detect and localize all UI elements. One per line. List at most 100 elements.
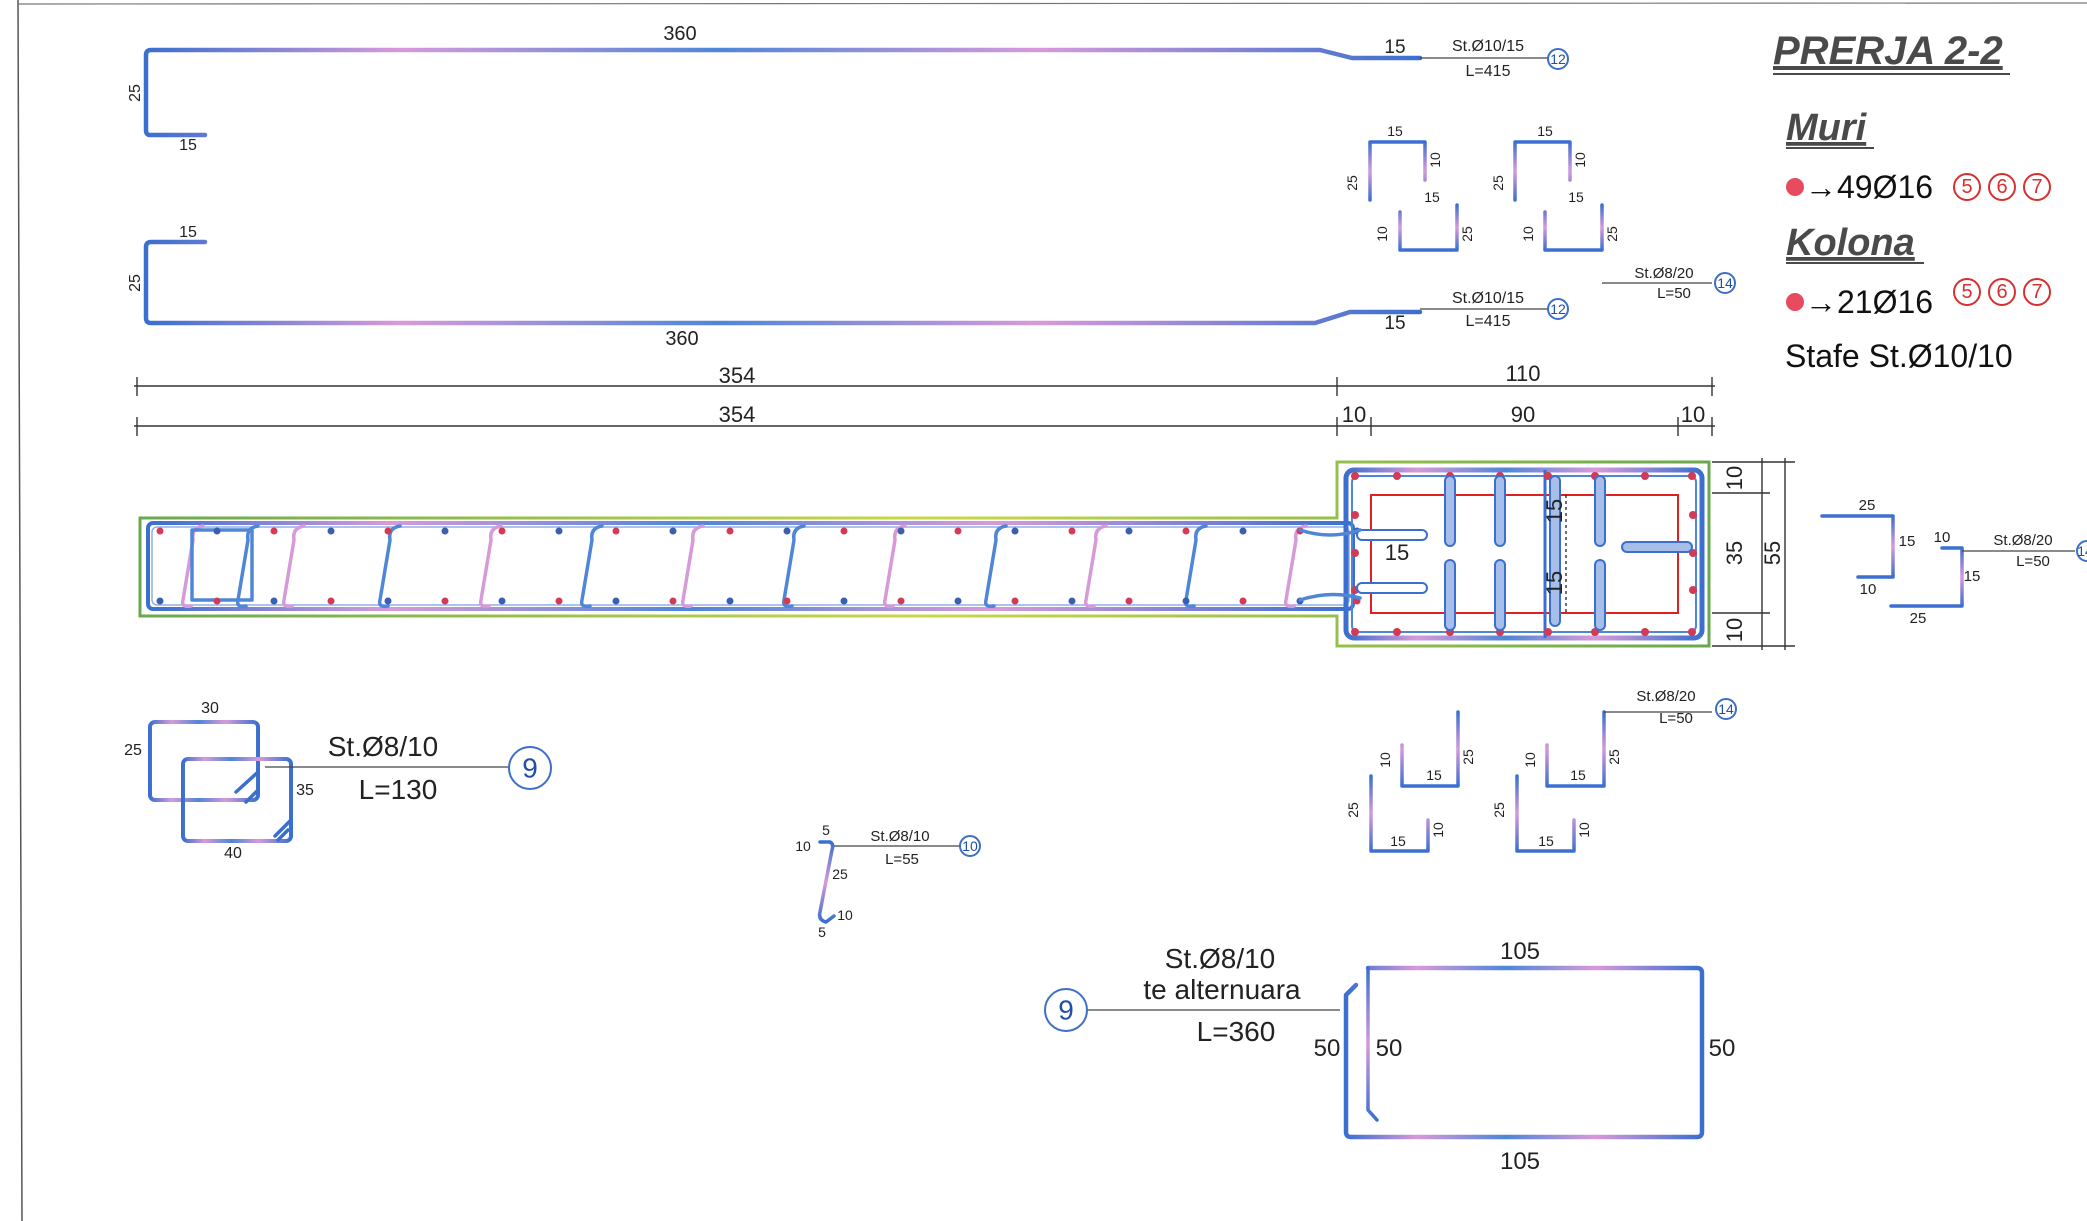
dim: 25 [1344,175,1360,191]
wall-tie [1083,524,1108,609]
bar-note: te alternuara [1143,974,1301,1005]
bar-dot [612,527,620,535]
dim: 10 [1520,226,1536,242]
mark-10-label: 10 [962,838,978,854]
bar-length: L=50 [2016,553,2050,570]
dim-110: 110 [1505,361,1540,386]
border-top [17,2,2087,5]
bar-length: L=130 [359,774,438,805]
dim-30: 30 [201,700,219,717]
bar-dot [1239,527,1247,535]
dim: 25 [1606,749,1622,765]
bar-dot [897,527,905,535]
dim: 15 [1899,533,1916,550]
column-tie [1549,475,1561,627]
bar-dot [384,597,392,605]
dim: 25 [1490,175,1506,191]
dim: 5 [818,924,826,940]
wall-tie [1283,524,1308,609]
dim-55: 55 [1760,541,1785,565]
dim-15: 15 [179,137,197,154]
bar-dot [1351,511,1359,519]
bar-dot [1011,527,1019,535]
dim-15-end: 15 [1384,37,1405,58]
mark-12-label: 12 [1550,51,1566,67]
dim: 10 [1374,226,1390,242]
column-tie [1356,529,1428,541]
stirrup-9: 30 25 35 40 St.Ø8/10 L=130 9 [124,700,552,862]
bar-spec: St.Ø10/15 [1452,38,1524,55]
wall-tie [983,524,1008,609]
bar-dot [1351,549,1359,557]
dim: 25 [1910,610,1927,627]
dim-10: 10 [1342,402,1366,427]
bar-dot [1125,597,1133,605]
bar-dot [1641,628,1649,636]
dim-15: 15 [1385,540,1409,565]
bar-spec: St.Ø8/10 [1165,943,1276,974]
dim: 25 [1460,749,1476,765]
legend-muri-bars: →49Ø16 [1805,169,1933,205]
mark-7 [2023,173,2051,201]
mark-14-label: 14 [1717,275,1733,291]
legend-kolona-bars: →21Ø16 [1805,284,1933,320]
dim-25: 25 [124,742,142,759]
dim: 10 [1934,529,1951,546]
cross-section: 15 15 15 10 35 10 55 [138,458,1795,650]
dim: 25 [1491,802,1507,818]
dim-354: 354 [719,402,756,427]
column-tie [1356,582,1428,594]
bar-dot [1068,597,1076,605]
dim: 15 [1424,189,1440,205]
dim: 25 [1604,226,1620,242]
bar-14-right: 25 15 10 10 15 25 St.Ø8/20 L=50 14 [1820,497,2087,627]
bar-dot [954,527,962,535]
bar-dot [1351,628,1359,636]
bar-spec: St.Ø8/10 [870,828,929,845]
dim-25: 25 [127,274,144,292]
bar-dot [954,597,962,605]
dim: 15 [1390,833,1406,849]
wall-column-link [1298,528,1362,602]
dimension-rows: 354 110 354 10 90 10 [134,361,1715,436]
bar-length: L=415 [1466,63,1511,80]
mark-9-label: 9 [1058,995,1074,1026]
bar-dot [1182,527,1190,535]
mark-14 [1714,272,1736,294]
bar-dot [555,597,563,605]
bar-spec: St.Ø8/10 [328,731,439,762]
bar-dot [1689,511,1697,519]
dim: 15 [1570,767,1586,783]
border-left [17,0,23,1221]
bar-dot [156,527,164,535]
mark-9 [1044,988,1088,1032]
mark-14-label: 14 [1718,701,1734,717]
bar-length: L=415 [1466,313,1511,330]
mark-14 [1715,698,1737,720]
dim: 10 [1427,152,1443,168]
dim-105: 105 [1500,938,1540,965]
bar-dot [1688,628,1696,636]
bar-dot [1182,597,1190,605]
dim: 25 [1345,802,1361,818]
dim-50: 50 [1314,1035,1341,1062]
dim: 10 [837,907,853,923]
bar-dot [726,597,734,605]
bar-dot [327,597,335,605]
dim: 15 [1426,767,1442,783]
wall-tie [680,524,705,609]
dim: 10 [1860,581,1877,598]
stirrup-9-large: 105 105 50 50 50 St.Ø8/10 te alternuara … [1044,938,1735,1175]
mark-6 [1988,173,2016,201]
mark-5 [1953,278,1981,306]
bar-dot [1351,472,1359,480]
dim-15: 15 [1542,571,1567,595]
dim-40: 40 [224,845,242,862]
wall-tie [377,524,402,609]
bar-dot [1689,586,1697,594]
column-tie [1594,475,1606,547]
bar-spec: St.Ø8/20 [1634,265,1693,282]
mark-9 [508,746,552,790]
bar-dot [384,527,392,535]
